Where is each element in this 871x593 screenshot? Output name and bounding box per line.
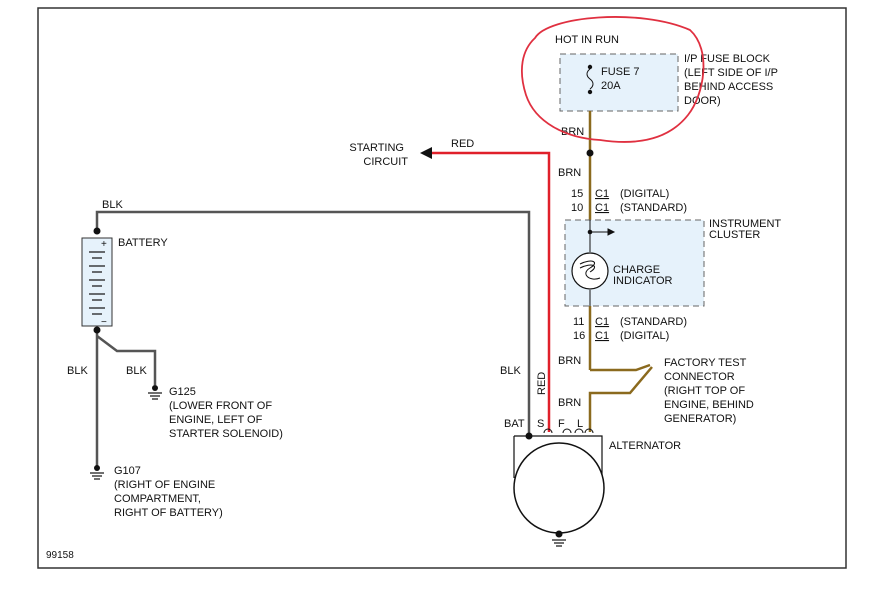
svg-text:CIRCUIT: CIRCUIT (363, 156, 408, 168)
brn-label-4: BRN (558, 397, 581, 409)
fuse-block-label: I/P FUSE BLOCK (LEFT SIDE OF I/P BEHIND … (684, 53, 778, 107)
svg-text:INSTRUMENT: INSTRUMENT (709, 218, 781, 230)
alternator (513, 442, 605, 534)
svg-text:(LEFT SIDE OF I/P: (LEFT SIDE OF I/P (684, 67, 778, 79)
alternator-housing (513, 435, 603, 478)
pin-10-label: 10 (571, 202, 583, 214)
battery-label: BATTERY (118, 237, 168, 249)
battery-cells-icon (89, 251, 105, 315)
bat-terminal-label: BAT (504, 418, 525, 430)
pin-16-label: 16 (573, 330, 585, 342)
blk-label-2: BLK (67, 365, 88, 377)
annotation-circle (520, 16, 705, 143)
svg-text:G107: G107 (114, 465, 141, 477)
svg-text:I/P FUSE BLOCK: I/P FUSE BLOCK (684, 53, 771, 65)
ground-icon-alternator (552, 530, 566, 547)
fuse-name-label: FUSE 7 (601, 66, 640, 78)
svg-text:COMPARTMENT,: COMPARTMENT, (114, 493, 201, 505)
svg-text:ENGINE, LEFT OF: ENGINE, LEFT OF (169, 414, 263, 426)
blk-label-3: BLK (126, 365, 147, 377)
g125-label: G125 (LOWER FRONT OF ENGINE, LEFT OF STA… (169, 386, 283, 440)
s-terminal-label: S (537, 418, 544, 430)
blk-label-4: BLK (500, 365, 521, 377)
blk-wire (95, 210, 531, 466)
g107-label: G107 (RIGHT OF ENGINE COMPARTMENT, RIGHT… (114, 465, 223, 519)
svg-text:DOOR): DOOR) (684, 95, 721, 107)
battery-positive-node (93, 227, 101, 235)
blk-label-1: BLK (102, 199, 123, 211)
fuse-7 (586, 64, 594, 95)
standard-label-2: (STANDARD) (620, 316, 687, 328)
pin-11-label: 11 (573, 316, 584, 328)
svg-text:(RIGHT TOP OF: (RIGHT TOP OF (664, 385, 745, 397)
arrow-left-icon (420, 147, 432, 159)
red-label-1: RED (451, 138, 474, 150)
f-terminal-label: F (558, 418, 565, 430)
svg-text:(RIGHT OF ENGINE: (RIGHT OF ENGINE (114, 479, 215, 491)
l-terminal-label: L (577, 418, 583, 430)
svg-text:(LOWER FRONT OF: (LOWER FRONT OF (169, 400, 272, 412)
svg-text:CLUSTER: CLUSTER (709, 229, 760, 241)
svg-text:CHARGE: CHARGE (613, 264, 660, 276)
brn-label-1: BRN (561, 126, 584, 138)
svg-text:STARTER SOLENOID): STARTER SOLENOID) (169, 428, 283, 440)
ground-icon-g107 (90, 465, 104, 480)
svg-text:CONNECTOR: CONNECTOR (664, 371, 735, 383)
red-label-2: RED (536, 372, 548, 395)
svg-text:BEHIND ACCESS: BEHIND ACCESS (684, 81, 773, 93)
digital-label-1: (DIGITAL) (620, 188, 669, 200)
alternator-terminals (543, 428, 594, 434)
brn-label-3: BRN (558, 355, 581, 367)
svg-text:INDICATOR: INDICATOR (613, 275, 673, 287)
fuse-rating-label: 20A (601, 80, 621, 92)
diagram-id: 99158 (46, 550, 74, 561)
cluster-node (587, 229, 593, 235)
svg-text:RIGHT OF BATTERY): RIGHT OF BATTERY) (114, 507, 223, 519)
battery-negative-node (93, 326, 101, 334)
c1-label-1: C1 (595, 188, 609, 200)
red-wire (430, 151, 551, 432)
fuse-block (559, 53, 679, 112)
standard-label-1: (STANDARD) (620, 202, 687, 214)
battery-plus-label: + (101, 239, 107, 250)
instrument-cluster-label: INSTRUMENT CLUSTER (709, 218, 781, 241)
alternator-label: ALTERNATOR (609, 440, 681, 452)
charge-indicator-lamp-icon (571, 252, 609, 290)
charge-indicator-label: CHARGE INDICATOR (613, 264, 673, 287)
brn-wire (588, 111, 653, 432)
c1-label-4: C1 (595, 330, 609, 342)
svg-text:G125: G125 (169, 386, 196, 398)
svg-text:ENGINE, BEHIND: ENGINE, BEHIND (664, 399, 754, 411)
svg-text:STARTING: STARTING (349, 142, 404, 154)
digital-label-2: (DIGITAL) (620, 330, 669, 342)
svg-text:GENERATOR): GENERATOR) (664, 413, 736, 425)
battery-minus-label: − (101, 317, 107, 328)
svg-text:FACTORY TEST: FACTORY TEST (664, 357, 747, 369)
hot-in-run-label: HOT IN RUN (555, 34, 619, 46)
battery (81, 237, 113, 327)
c1-label-3: C1 (595, 316, 609, 328)
splice-dot (586, 149, 594, 157)
pin-15-label: 15 (571, 188, 583, 200)
diagram-frame (37, 7, 847, 569)
starting-circuit-label: STARTING CIRCUIT (349, 142, 408, 168)
factory-test-connector-label: FACTORY TEST CONNECTOR (RIGHT TOP OF ENG… (664, 357, 754, 425)
c1-label-2: C1 (595, 202, 609, 214)
cluster-internal-wire (589, 220, 616, 306)
brn-label-2: BRN (558, 167, 581, 179)
ground-icon-g125 (148, 385, 162, 400)
